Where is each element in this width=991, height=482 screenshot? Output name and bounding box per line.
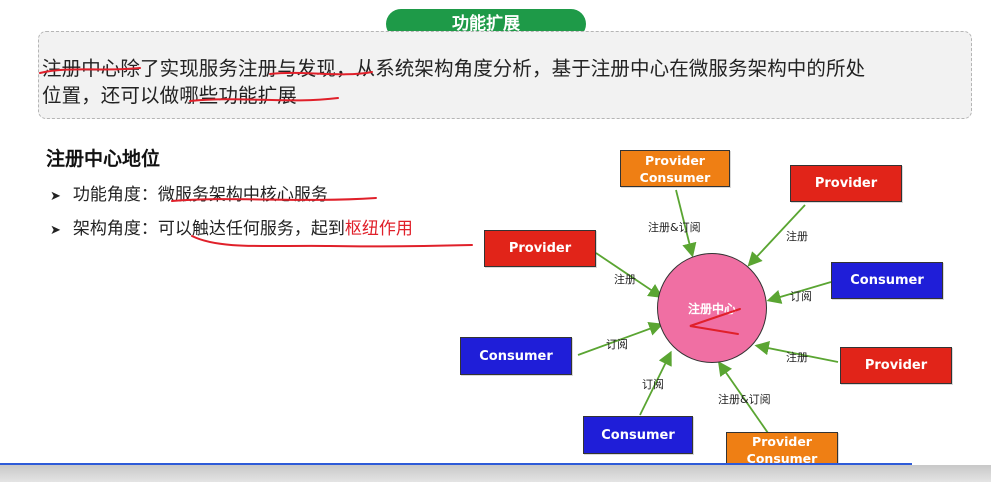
node-provider-consumer-top-line1: Provider (645, 152, 705, 168)
edge-label-consumer-bottom: 订阅 (642, 378, 664, 391)
node-provider-top-right-label: Provider (814, 176, 878, 191)
edge-label-consumer-right: 订阅 (790, 290, 812, 303)
node-consumer-bottom-label: Consumer (601, 427, 675, 443)
bullet-function-prefix: 功能角度： (72, 185, 158, 205)
node-provider-top-right: Provider (790, 165, 902, 202)
node-consumer-left: Consumer (460, 337, 572, 375)
node-provider-left-label: Provider (508, 241, 572, 256)
node-provider-left: Provider (484, 230, 596, 267)
edge-label-pc-top: 注册&订阅 (648, 221, 701, 234)
node-provider-consumer-bottom-line1: Provider (752, 434, 812, 449)
bullet-function-text: 微服务架构中核心服务 (157, 185, 328, 205)
bullet-arrow-icon: ➤ (50, 223, 61, 238)
bullet-architecture-accent: 枢纽作用 (344, 219, 413, 239)
node-consumer-bottom: Consumer (583, 416, 693, 454)
intro-line-1: 注册中心除了实现服务注册与发现，从系统架构角度分析，基于注册中心在微服务架构中的… (42, 57, 866, 80)
bullet-architecture: ➤ 架构角度：可以触达任何服务，起到枢纽作用 (50, 214, 413, 239)
bullet-arrow-icon: ➤ (50, 189, 61, 204)
edge-label-provider-left: 注册 (614, 273, 636, 286)
registry-hub: 注册中心 (657, 253, 767, 363)
bottom-strip (0, 465, 991, 482)
node-consumer-right: Consumer (831, 262, 943, 299)
bullet-architecture-text: 可以触达任何服务，起到 (157, 219, 345, 239)
node-provider-consumer-bottom-line2: Consumer (746, 451, 818, 466)
bullet-function: ➤ 功能角度：微服务架构中核心服务 (50, 180, 328, 205)
node-provider-consumer-top-line2: Consumer (639, 169, 711, 185)
edge-label-consumer-left: 订阅 (606, 338, 628, 351)
edge-label-provider-top-right: 注册 (786, 230, 808, 243)
intro-box (38, 31, 972, 119)
node-provider-consumer-top: Provider Consumer (620, 150, 730, 187)
edge-label-pc-bottom: 注册&订阅 (718, 393, 771, 406)
node-consumer-right-label: Consumer (850, 273, 924, 288)
node-provider-bottom-right-label: Provider (864, 358, 928, 373)
node-provider-bottom-right: Provider (840, 347, 952, 384)
registry-hub-label: 注册中心 (687, 301, 736, 316)
edge-label-provider-bottom-right: 注册 (786, 351, 808, 364)
intro-line-2: 位置，还可以做哪些功能扩展 (42, 84, 297, 107)
bullet-architecture-prefix: 架构角度： (72, 219, 158, 239)
node-provider-consumer-bottom: Provider Consumer (726, 432, 838, 468)
position-title: 注册中心地位 (46, 148, 161, 170)
node-consumer-left-label: Consumer (479, 348, 553, 364)
